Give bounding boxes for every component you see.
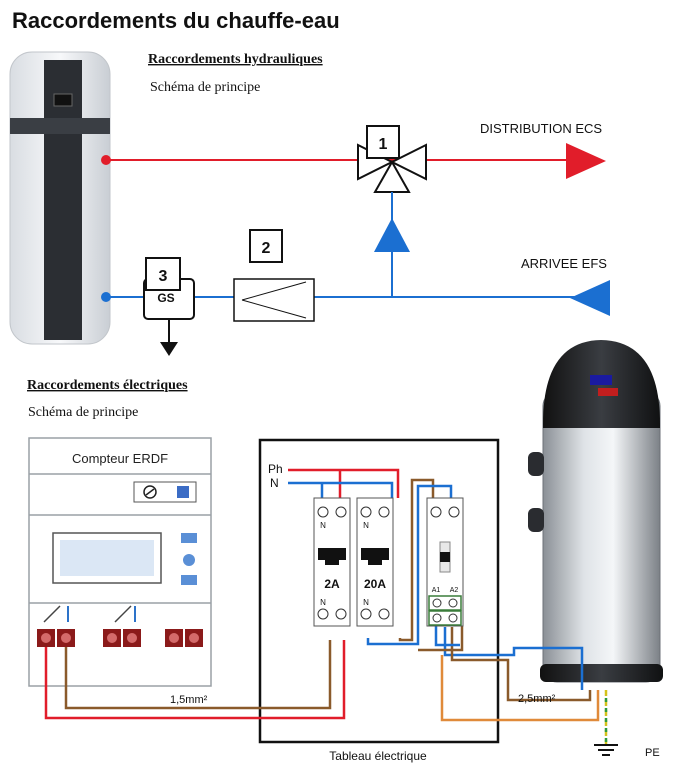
breaker-2a: N 2A N (313, 497, 351, 627)
hot-water-arrow (566, 143, 606, 179)
valve-cold-arrow (374, 218, 410, 252)
electrical-heading: Raccordements électriques (27, 378, 188, 393)
page-title: Raccordements du chauffe-eau (12, 8, 340, 33)
breaker-20a-bottom-n: N (363, 598, 369, 607)
marker-2: 2 (262, 240, 271, 257)
gs-label: GS (157, 291, 174, 305)
contactor-a2: A2 (450, 587, 459, 594)
hydraulic-subheading: Schéma de principe (150, 80, 260, 95)
water-heater-tank (9, 51, 111, 345)
hydraulic-section: Raccordements hydrauliques Schéma de pri… (9, 51, 610, 356)
heat-pump-water-heater (528, 340, 663, 683)
breaker-20a-rating: 20A (364, 577, 386, 591)
contactor-a1: A1 (432, 587, 441, 594)
cable-2-label: 2,5mm² (518, 693, 556, 705)
drain-arrow-icon (160, 342, 178, 356)
earth-label: PE (645, 747, 660, 759)
meter-label: Compteur ERDF (72, 451, 168, 466)
arrivee-label: ARRIVEE EFS (521, 256, 607, 271)
breaker-20a-top-n: N (363, 521, 369, 530)
phase-label: Ph (268, 462, 283, 476)
wiring (44, 468, 600, 722)
breaker-2a-rating: 2A (324, 577, 340, 591)
electrical-panel (258, 438, 500, 744)
ground-icon (594, 744, 618, 756)
panel-label: Tableau électrique (329, 749, 427, 763)
electrical-subheading: Schéma de principe (28, 405, 138, 420)
contactor: A1 A2 (426, 497, 464, 627)
marker-1-box (366, 125, 400, 159)
distribution-label: DISTRIBUTION ECS (480, 121, 602, 136)
breaker-2a-bottom-n: N (320, 598, 326, 607)
marker-1: 1 (379, 136, 388, 153)
cable-1-label: 1,5mm² (170, 694, 208, 706)
marker-3-box (145, 257, 181, 291)
breaker-2a-top-n: N (320, 521, 326, 530)
check-valve (233, 278, 315, 322)
cold-water-arrow (570, 280, 610, 316)
meter-terminals (37, 629, 203, 647)
marker-2-box (249, 229, 283, 263)
electrical-section: Raccordements électriques Schéma de prin… (27, 340, 663, 763)
neutral-label: N (270, 476, 279, 490)
erdf-meter (28, 437, 212, 687)
marker-3: 3 (159, 268, 168, 285)
hydraulic-heading: Raccordements hydrauliques (148, 52, 323, 67)
breaker-20a: N 20A N (356, 497, 394, 627)
